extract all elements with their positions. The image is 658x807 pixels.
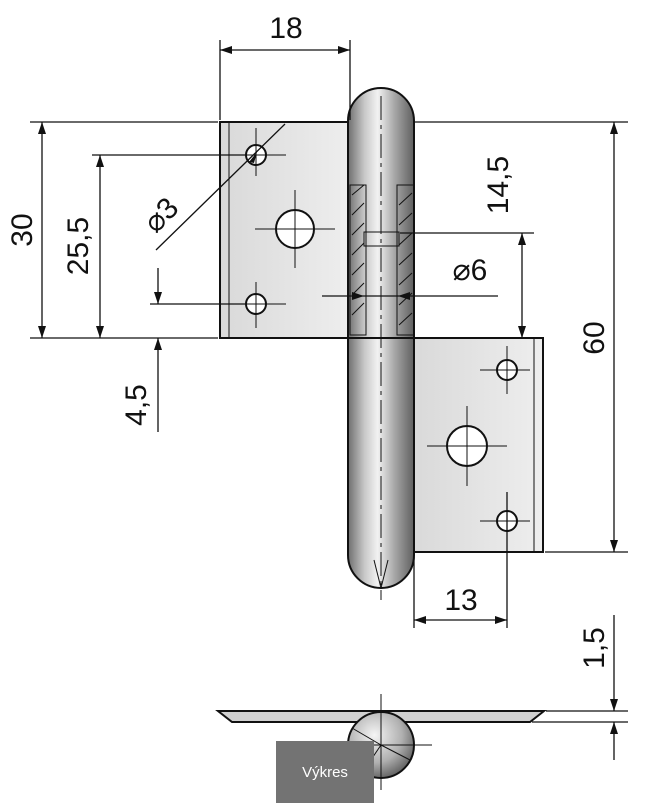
- upper-hole-centre: [255, 190, 335, 268]
- dimension-label-hole-spacing: 25,5: [62, 217, 95, 275]
- dimension-label-lower-leaf-width: 13: [444, 584, 477, 617]
- dimension-thickness: 1,5: [532, 615, 628, 760]
- dimension-label-leaf-height: 30: [6, 213, 39, 246]
- dimension-label-hole-edge-offset: 4,5: [120, 384, 153, 426]
- dimension-leaf-width: 18: [219, 12, 351, 120]
- dimension-label-pin-height: 14,5: [482, 156, 515, 214]
- dimension-lower-leaf-width: 13: [413, 492, 508, 628]
- dimension-pin-height: 14,5: [400, 156, 534, 339]
- dimension-hole-edge-offset: 4,5: [120, 268, 246, 432]
- drawing-caption-label: Výkres: [302, 763, 348, 781]
- bottom-view: [215, 694, 547, 790]
- dimension-total-height: 60: [414, 121, 628, 553]
- dimension-label-thickness: 1,5: [578, 627, 611, 669]
- dimension-label-hole-diameter: ⌀3: [137, 191, 185, 239]
- drawing-caption-tab[interactable]: Výkres: [276, 741, 374, 803]
- dimension-leaf-height: 30: [6, 121, 218, 339]
- lower-hole-top: [480, 346, 530, 394]
- dimension-label-pin-diameter: ⌀6: [453, 254, 488, 287]
- dimension-hole-spacing: 25,5: [62, 154, 246, 338]
- dimension-label-total-height: 60: [578, 321, 611, 354]
- dimension-pin-diameter: ⌀6: [322, 254, 498, 300]
- dimension-label-leaf-width: 18: [269, 12, 302, 45]
- lower-hole-centre: [427, 406, 507, 486]
- hinge-barrel: [347, 87, 415, 600]
